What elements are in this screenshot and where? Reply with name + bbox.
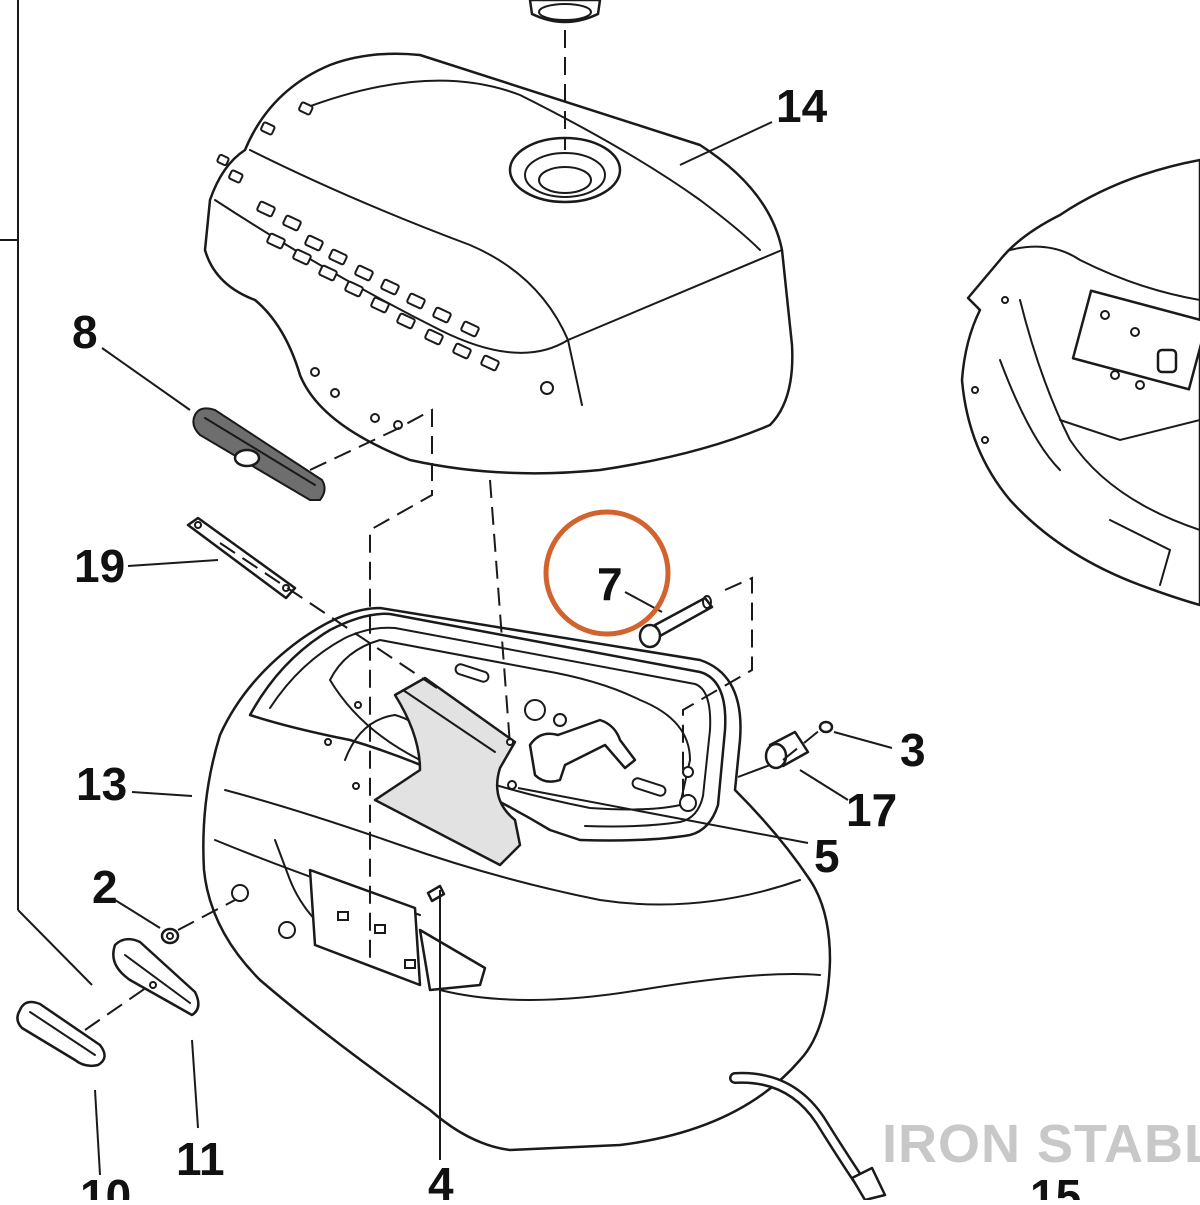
lid-vent-slots [216,101,500,372]
callout-3: 3 [900,724,926,776]
small-washer [818,720,834,734]
reflector-housing [112,937,200,1017]
reflector-lens [16,1000,106,1068]
adjacent-case [960,158,1200,607]
callout-10: 10 [80,1170,131,1200]
callout-14: 14 [776,80,828,132]
rubber-bumper [764,730,810,770]
callout-5: 5 [814,830,840,882]
callout-4: 4 [428,1158,454,1200]
small-grommet [160,927,180,945]
strap [186,516,297,600]
leader-lines [94,121,893,1176]
callout-labels: 14 8 19 7 3 13 17 5 2 11 4 10 15 [72,80,1081,1205]
callout-8: 8 [72,306,98,358]
callout-2: 2 [92,861,118,913]
mounting-screw [426,884,446,903]
case-body [202,606,832,1152]
trim-emblem [192,407,326,501]
callout-7: 7 [597,558,623,610]
highlight-circle [543,509,671,637]
top-grommet [528,0,602,24]
hinge-bolt [638,595,714,649]
frame-lines [0,0,93,986]
callout-13: 13 [76,758,127,810]
callout-11: 11 [176,1133,225,1185]
lid [203,52,794,475]
watermark: IRON STABLE [882,1114,1200,1174]
callout-19: 19 [74,540,125,592]
callout-15: 15 [1030,1170,1081,1200]
callout-17: 17 [846,784,897,836]
wiring-harness [729,1071,887,1202]
